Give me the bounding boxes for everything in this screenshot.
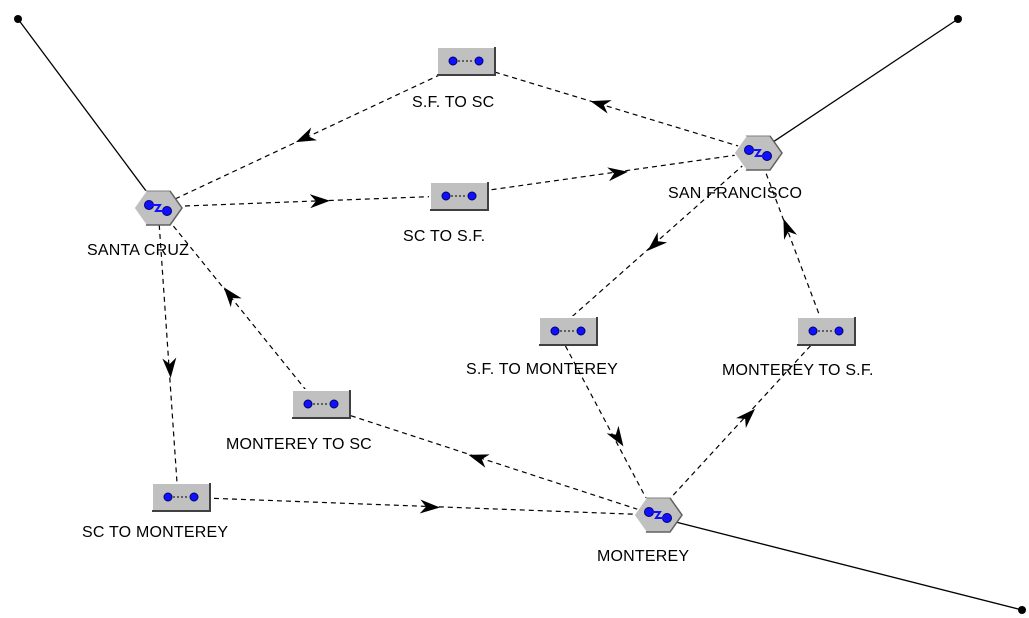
sc-to-monterey-label: SC TO MONTEREY: [82, 524, 229, 541]
san-francisco-label: SAN FRANCISCO: [668, 185, 803, 202]
arrow-sc-to-sf-b: [607, 167, 628, 182]
flow-monterey-to-sc-to-santa-cruz: [157, 206, 319, 406]
monterey-to-sc-link-icon[interactable]: [291, 389, 351, 419]
external-link-san-francisco: [757, 18, 959, 153]
monterey-to-sf-label: MONTEREY TO S.F.: [722, 362, 874, 379]
flow-monterey-to-monterey-to-sf: [654, 329, 826, 516]
monterey-label: MONTEREY: [597, 548, 690, 565]
santa-cruz-hub-icon[interactable]: [132, 190, 184, 226]
arrow-sf-to-monterey-b: [606, 425, 624, 447]
flow-sc-to-sf-to-sf: [446, 151, 759, 197]
monterey-to-sc-label: MONTEREY TO SC: [226, 436, 372, 453]
flow-monterey-to-sf-to-sf: [757, 151, 826, 331]
sc-to-sf-link-icon[interactable]: [429, 181, 489, 211]
external-endpoint-monterey: [1018, 606, 1026, 614]
flow-sf-to-sc-to-santa-cruz: [157, 62, 466, 208]
monterey-to-sf-link-icon[interactable]: [796, 316, 856, 346]
external-link-monterey: [659, 517, 1023, 611]
sf-to-monterey-link-icon[interactable]: [538, 316, 598, 346]
external-endpoint-san-francisco: [954, 15, 962, 23]
flow-sf-to-sf-to-monterey: [556, 151, 759, 331]
sf-to-sc-link-icon[interactable]: [436, 46, 496, 76]
santa-cruz-label: SANTA CRUZ: [87, 242, 190, 259]
flow-monterey-to-monterey-to-sc: [317, 404, 656, 516]
arrow-monterey-to-sc-a: [468, 454, 490, 468]
external-link-santa-cruz: [17, 18, 159, 208]
flow-sc-to-monterey-to-monterey: [177, 496, 656, 516]
flow-santa-cruz-to-sc-to-monterey: [157, 206, 179, 498]
sf-to-monterey-label: S.F. TO MONTEREY: [466, 361, 618, 378]
san-francisco-hub-icon[interactable]: [732, 135, 784, 171]
sc-to-sf-label: SC TO S.F.: [403, 228, 486, 245]
flow-sf-to-sf-to-sc: [464, 62, 759, 153]
flow-santa-cruz-to-sc-to-sf: [157, 195, 448, 208]
monterey-hub-icon[interactable]: [632, 497, 684, 533]
sc-to-monterey-link-icon[interactable]: [151, 482, 211, 512]
sf-to-sc-label: S.F. TO SC: [412, 94, 495, 111]
external-endpoint-santa-cruz: [14, 15, 22, 23]
flow-sf-to-monterey-to-monterey: [556, 329, 656, 516]
